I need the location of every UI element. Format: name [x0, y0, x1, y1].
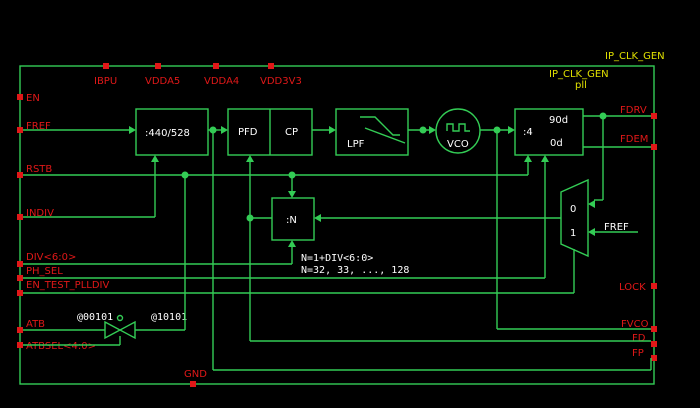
- pin-vdda4-label: VDDA4: [204, 76, 239, 87]
- pin-lock[interactable]: [651, 283, 657, 289]
- pin-gnd-label: GND: [184, 369, 207, 380]
- pin-en-test-plldiv-label: EN_TEST_PLLDIV: [26, 280, 110, 291]
- pin-fdem[interactable]: [651, 144, 657, 150]
- pin-fvco[interactable]: [651, 326, 657, 332]
- pin-rstb[interactable]: [17, 172, 23, 178]
- pin-rstb-label: RSTB: [26, 164, 52, 175]
- lpf-block[interactable]: LPF: [335, 108, 409, 156]
- view-name: pll: [575, 80, 587, 91]
- pfd-label: PFD: [238, 127, 258, 138]
- fb-divider-block[interactable]: :N: [271, 197, 315, 241]
- pin-vdd3v3[interactable]: [268, 63, 274, 69]
- pin-ibpu-label: IBPU: [94, 76, 117, 87]
- library-label: IP_CLK_GEN: [605, 51, 665, 62]
- mux-input-0-label: 0: [570, 204, 576, 215]
- pin-indiv[interactable]: [17, 214, 23, 220]
- fb-divider-label: :N: [286, 215, 297, 226]
- pin-en[interactable]: [17, 94, 23, 100]
- switch-code-a: @00101: [77, 312, 113, 323]
- ref-divider-block[interactable]: :440/528: [135, 108, 209, 156]
- pin-fdrv[interactable]: [651, 113, 657, 119]
- phase-0-label: 0d: [550, 138, 563, 149]
- pin-lock-label: LOCK: [619, 282, 646, 293]
- lpf-label: LPF: [347, 139, 365, 150]
- pfd-cp-block[interactable]: PFD CP: [227, 108, 313, 156]
- switch-code-b: @10101: [151, 312, 187, 323]
- pin-div-label: DIV<6:0>: [26, 252, 76, 263]
- pin-en-label: EN: [26, 93, 40, 104]
- pin-gnd[interactable]: [190, 381, 196, 387]
- pin-fp[interactable]: [651, 355, 657, 361]
- n-values-note: N=32, 33, ..., 128: [301, 265, 409, 276]
- ref-divider-label: :440/528: [145, 128, 190, 139]
- out-divider-label: :4: [523, 127, 533, 138]
- phase-90-label: 90d: [549, 115, 568, 126]
- pin-fp-label: FP: [632, 348, 644, 359]
- pin-fdem-label: FDEM: [620, 134, 648, 145]
- pin-fd[interactable]: [651, 341, 657, 347]
- feedback-mux[interactable]: 0 1: [560, 178, 589, 258]
- cp-label: CP: [285, 127, 298, 138]
- pin-en-test-plldiv[interactable]: [17, 290, 23, 296]
- pin-vdd3v3-label: VDD3V3: [260, 76, 302, 87]
- pin-atbsel-label: ATBSEL<4:0>: [26, 341, 96, 352]
- pin-fd-label: FD: [632, 333, 646, 344]
- pin-indiv-label: INDIV: [26, 208, 54, 219]
- n-formula-note: N=1+DIV<6:0>: [301, 253, 373, 264]
- vco-label: VCO: [447, 139, 469, 150]
- cell-boundary: [19, 65, 655, 385]
- pin-atb[interactable]: [17, 327, 23, 333]
- vco-block[interactable]: VCO: [435, 108, 481, 154]
- pin-atbsel[interactable]: [17, 342, 23, 348]
- pin-vdda5-label: VDDA5: [145, 76, 180, 87]
- pin-fdrv-label: FDRV: [620, 105, 647, 116]
- mux-input-1-label: 1: [570, 228, 576, 239]
- pin-fref[interactable]: [17, 127, 23, 133]
- wiring: [23, 112, 652, 371]
- pin-ibpu[interactable]: [103, 63, 109, 69]
- out-divider-block[interactable]: :4 90d 0d: [514, 108, 584, 156]
- pin-fref-label: FREF: [26, 121, 51, 132]
- pin-fvco-label: FVCO: [621, 319, 649, 330]
- instance-name: IP_CLK_GEN: [549, 69, 609, 80]
- pin-ph-sel-label: PH_SEL: [26, 266, 63, 277]
- pin-ph-sel[interactable]: [17, 275, 23, 281]
- pin-vdda4[interactable]: [213, 63, 219, 69]
- mux-fref-label: FREF: [604, 222, 629, 233]
- pin-vdda5[interactable]: [155, 63, 161, 69]
- pin-div[interactable]: [17, 261, 23, 267]
- pin-atb-label: ATB: [26, 319, 45, 330]
